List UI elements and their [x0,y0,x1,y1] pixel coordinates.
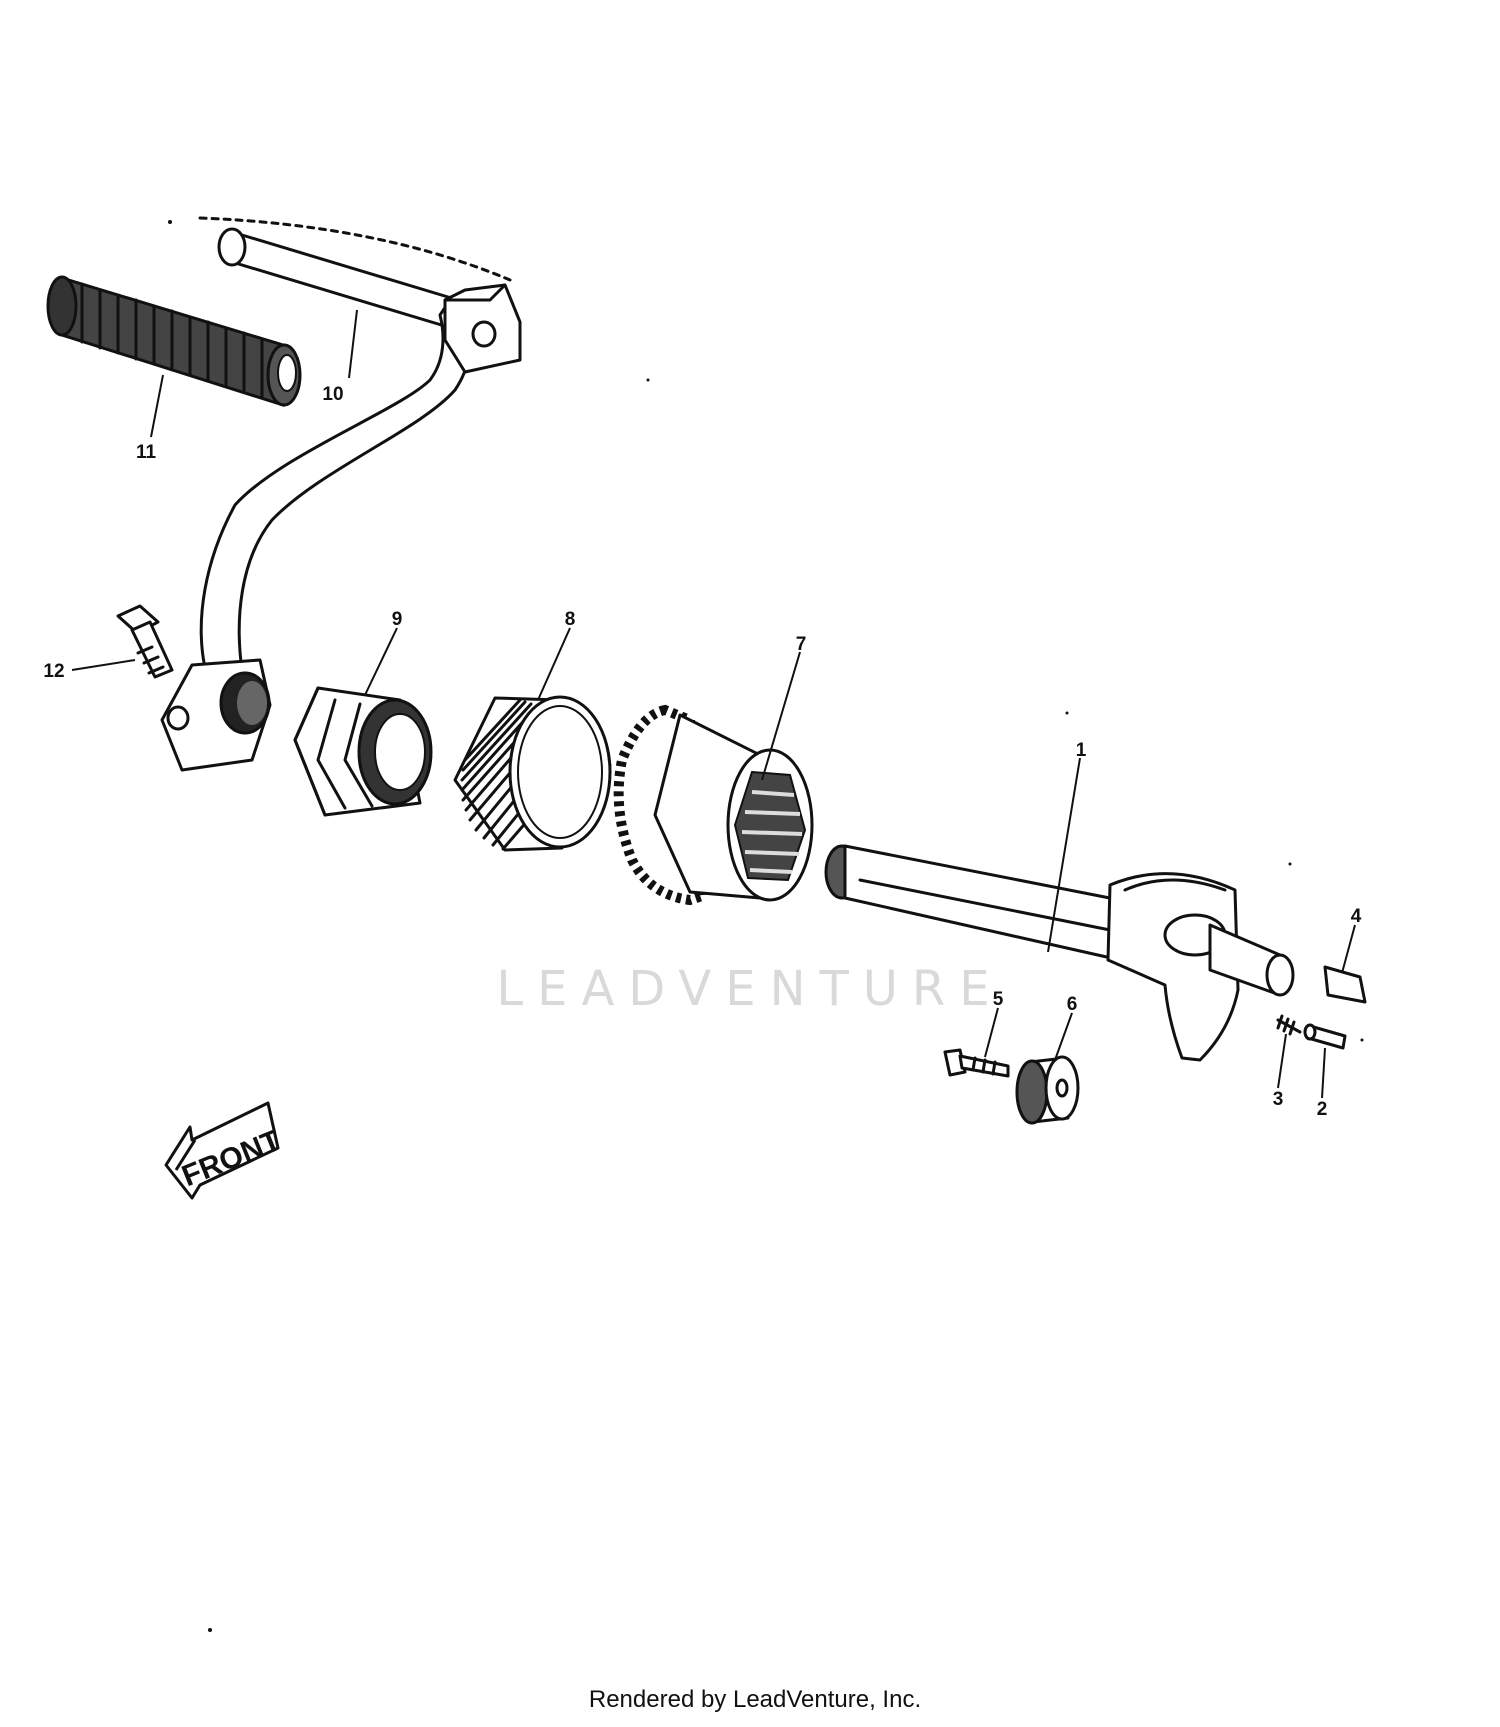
callout-10: 10 [322,384,343,405]
part-9-bushing [293,686,433,817]
footer-credit: Rendered by LeadVenture, Inc. [589,1686,921,1713]
callout-7: 7 [796,634,807,655]
part-3-small-spring [1276,1014,1302,1036]
callout-numbers: 1 2 3 4 5 6 7 8 9 10 11 12 [43,384,1361,1120]
part-2-pin [1303,1023,1347,1050]
part-7-kick-gear [613,704,814,906]
leader-lines [71,309,1356,1099]
part-11-rubber-grip [46,275,302,408]
watermark: LEADVENTURE [496,961,1003,1017]
part-5-bolt [943,1048,1010,1078]
callout-8: 8 [565,609,576,630]
callout-6: 6 [1067,994,1078,1015]
kick-arm [160,283,522,772]
part-8-coil-spring [453,695,612,852]
part-6-roller [1015,1055,1080,1125]
front-arrow: FRONT [164,1101,286,1200]
callout-12: 12 [43,661,64,682]
callout-1: 1 [1076,740,1087,761]
callout-11: 11 [136,442,157,463]
part-4-key [1323,965,1367,1004]
part-12-clamp-bolt [116,604,174,679]
callout-2: 2 [1317,1099,1328,1120]
callout-4: 4 [1351,906,1362,927]
callout-3: 3 [1273,1089,1284,1110]
callout-9: 9 [392,609,403,630]
part-10-pedal-shaft [198,216,512,332]
callout-5: 5 [993,989,1004,1010]
scan-specks [168,220,1364,1632]
